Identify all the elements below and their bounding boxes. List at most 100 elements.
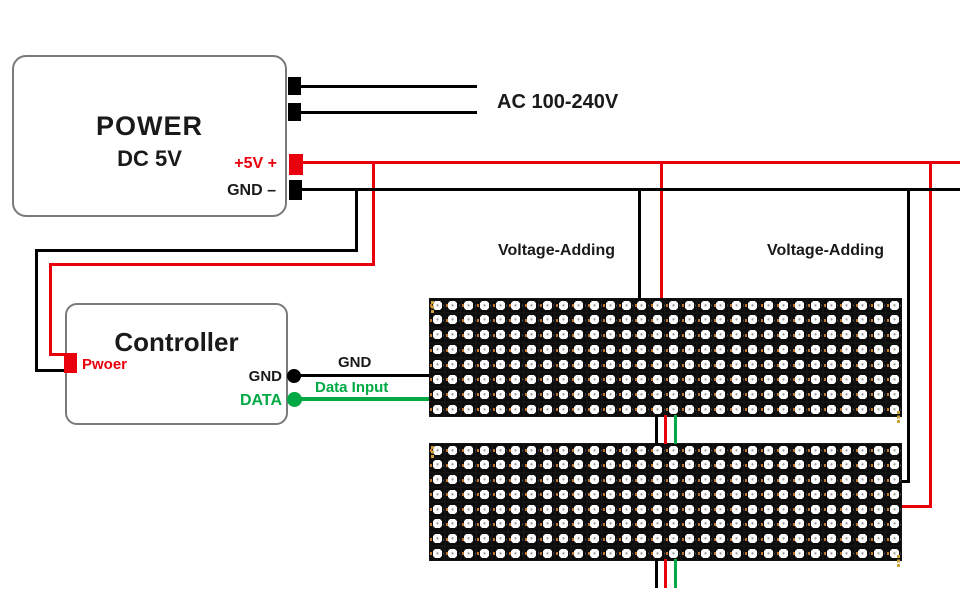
- led-cell: [665, 516, 682, 532]
- controller-box: Controller: [65, 303, 288, 425]
- solder-pads: [431, 301, 434, 304]
- led-cell: [697, 312, 713, 328]
- led-cell: [838, 531, 855, 547]
- led-cell: [649, 327, 666, 343]
- led-cell: [633, 472, 650, 488]
- led-cell: [539, 472, 556, 488]
- led-cell: [807, 457, 824, 473]
- power-supply-box: POWER DC 5V: [12, 55, 287, 217]
- led-cell: [476, 327, 493, 343]
- led-cell: [602, 516, 619, 532]
- led-cell: [775, 387, 792, 403]
- led-cell: [523, 457, 540, 473]
- led-cell: [492, 546, 508, 561]
- led-cell: [728, 457, 745, 473]
- led-cell: [618, 516, 634, 532]
- ac-voltage-label: AC 100-240V: [497, 91, 619, 113]
- led-cell: [838, 443, 855, 458]
- jumper-data-panel1-panel2: [674, 415, 677, 444]
- led-cell: [429, 531, 445, 547]
- led-cell: [838, 402, 855, 417]
- led-cell: [712, 342, 729, 358]
- led-cell: [823, 472, 839, 488]
- led-cell: [649, 312, 666, 328]
- led-cell: [476, 487, 493, 502]
- ac-terminal-2: [288, 103, 301, 121]
- led-cell: [523, 402, 540, 417]
- led-cell: [444, 443, 461, 458]
- led-cell: [823, 443, 839, 458]
- led-cell: [586, 312, 603, 328]
- led-cell: [555, 531, 571, 547]
- solder-pads: [897, 555, 900, 558]
- led-cell: [492, 357, 508, 373]
- led-cell: [602, 487, 619, 502]
- led-cell: [854, 531, 871, 547]
- led-cell: [681, 487, 698, 502]
- controller-power-label: Pwoer: [82, 356, 128, 373]
- led-cell: [633, 327, 650, 343]
- led-cell: [460, 457, 477, 473]
- led-cell: [712, 372, 729, 388]
- led-cell: [744, 502, 761, 517]
- led-cell: [665, 372, 682, 388]
- led-cell: [633, 298, 650, 313]
- led-cell: [760, 357, 776, 373]
- led-cell: [586, 327, 603, 343]
- led-cell: [570, 327, 587, 343]
- led-cell: [760, 327, 776, 343]
- jumper-gnd-panel1-panel2: [655, 415, 658, 444]
- led-cell: [823, 298, 839, 313]
- led-cell: [586, 546, 603, 561]
- led-cell: [775, 298, 792, 313]
- led-cell: [807, 472, 824, 488]
- led-cell: [697, 516, 713, 532]
- led-cell: [507, 457, 524, 473]
- led-cell: [570, 372, 587, 388]
- led-cell: [886, 531, 902, 547]
- led-cell: [838, 502, 855, 517]
- gnd-wire-label: GND: [338, 354, 372, 371]
- led-cell: [444, 357, 461, 373]
- wire-gnd-branch-down: [355, 188, 358, 252]
- led-cell: [775, 457, 792, 473]
- led-cell: [602, 387, 619, 403]
- led-cell: [523, 312, 540, 328]
- led-cell: [665, 387, 682, 403]
- led-cell: [681, 342, 698, 358]
- led-cell: [492, 312, 508, 328]
- led-cell: [555, 472, 571, 488]
- led-cell: [665, 531, 682, 547]
- led-cell: [618, 443, 634, 458]
- led-cell: [744, 487, 761, 502]
- led-cell: [760, 312, 776, 328]
- led-cell: [760, 531, 776, 547]
- led-cell: [870, 516, 887, 532]
- led-cell: [838, 472, 855, 488]
- led-cell: [838, 312, 855, 328]
- led-cell: [744, 357, 761, 373]
- led-cell: [602, 402, 619, 417]
- led-cell: [775, 357, 792, 373]
- led-cell: [775, 472, 792, 488]
- led-cell: [444, 516, 461, 532]
- led-cell: [886, 502, 902, 517]
- led-cell: [460, 312, 477, 328]
- wire-gnd-voltage-add-2-v: [907, 188, 910, 483]
- led-cell: [665, 402, 682, 417]
- led-cell: [555, 443, 571, 458]
- led-cell: [444, 487, 461, 502]
- led-cell: [886, 342, 902, 358]
- gnd-terminal: [289, 180, 302, 200]
- led-cell: [618, 402, 634, 417]
- led-cell: [539, 502, 556, 517]
- led-cell: [429, 516, 445, 532]
- led-cell: [854, 443, 871, 458]
- led-cell: [618, 372, 634, 388]
- ac-terminal-1: [288, 77, 301, 95]
- led-cell: [555, 516, 571, 532]
- output-5v-tail: [664, 559, 667, 588]
- led-cell: [570, 546, 587, 561]
- led-cell: [476, 357, 493, 373]
